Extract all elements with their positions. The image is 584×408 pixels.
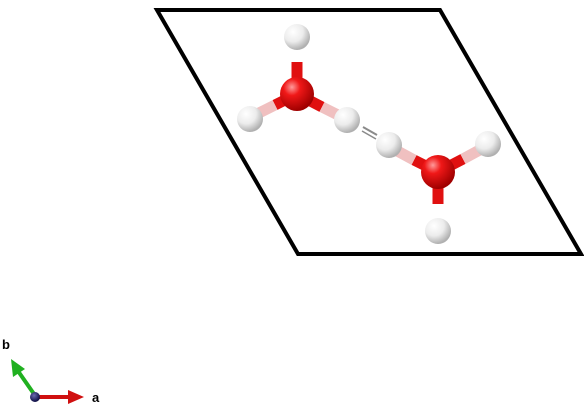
unit-cell-outline (153, 8, 584, 256)
hydrogen-atom (237, 106, 263, 132)
hydrogen-atom (475, 131, 501, 157)
hydrogen-bond (361, 126, 378, 140)
c-axis-dot (30, 392, 40, 402)
axis-indicator: a b (2, 337, 100, 405)
b-axis-label: b (2, 337, 10, 352)
b-axis-arrow (11, 359, 36, 396)
a-axis-arrow (38, 390, 84, 404)
a-axis-label: a (92, 390, 100, 405)
hydronium-molecule-2 (376, 131, 501, 244)
hydrogen-atom (425, 218, 451, 244)
hydronium-molecule-1 (237, 24, 360, 133)
hydrogen-atom (334, 107, 360, 133)
oxygen-atom (280, 77, 314, 111)
oxygen-atom (421, 155, 455, 189)
hydrogen-atom (376, 132, 402, 158)
hydrogen-atom (284, 24, 310, 50)
